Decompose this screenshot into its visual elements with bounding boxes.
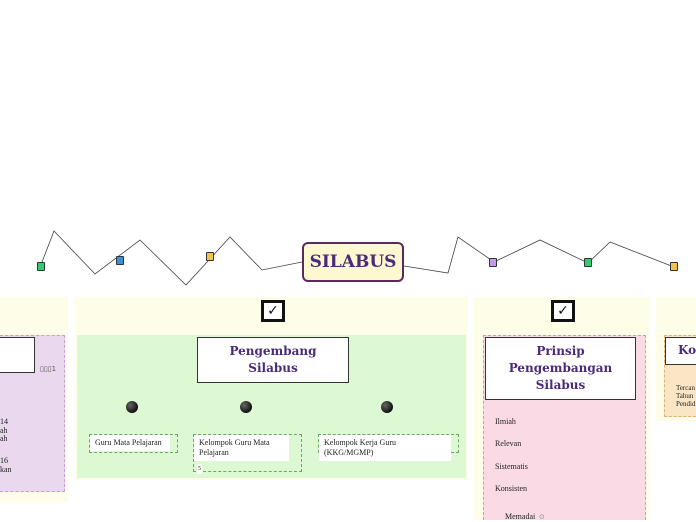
link-icon: ⊙ [539,513,545,521]
branch-dot-icon [126,401,138,413]
left-fragment: kan [0,465,12,474]
left-fragment: 14 [0,417,8,426]
left-fragment: ah [0,426,8,435]
pengembang-child-label: Guru Mata Pelajaran [90,435,170,451]
pengembang-child-label: Kelompok Guru Mata Pelajaran [194,435,289,461]
prinsip-item[interactable]: Sistematis [495,462,528,471]
pengembang-child[interactable]: Guru Mata Pelajaran [89,434,178,453]
left-panel-topic-box[interactable] [0,337,35,373]
right-panel-line: Tahun [676,392,694,400]
right-panel-topic[interactable]: Ko [665,337,696,365]
branch-dot-icon [381,401,393,413]
pengembang-child-label: Kelompok Kerja Guru (KKG/MGMP) [319,435,451,461]
pengembang-child[interactable]: Kelompok Guru Mata Pelajaran 5 [193,434,302,474]
pengembang-child[interactable]: Kelompok Kerja Guru (KKG/MGMP) [318,434,459,461]
blue-marker-icon [116,256,124,265]
right-panel-line: Pendid [676,400,696,408]
yellow-marker-icon [206,252,214,261]
prinsip-item[interactable]: Ilmiah [495,417,516,426]
prinsip-topic[interactable]: Prinsip Pengembangan Silabus [485,337,636,400]
right-panel-line: Tercan [676,384,695,392]
left-fragment: 16 [0,456,8,465]
prinsip-item[interactable]: Relevan [495,439,522,448]
checkbox-icon[interactable]: ✓ [261,300,285,322]
left-fragment: ah [0,434,8,443]
prinsip-item[interactable]: Memadai [505,512,536,521]
notes-count-icon: ▯▯▯1 [40,365,57,373]
notes-count-badge: 5 [197,464,202,474]
pengembang-topic[interactable]: Pengembang Silabus [197,337,349,383]
right-panel-title: Ko [678,343,696,357]
purple-marker-icon [489,258,497,267]
yellow-marker-icon [670,262,678,271]
central-topic[interactable]: SILABUS [302,242,404,282]
prinsip-item[interactable]: Konsisten [495,484,527,493]
branch-dot-icon [240,401,252,413]
green-marker-icon [37,262,45,271]
checkbox-icon[interactable]: ✓ [551,300,575,322]
green-marker-icon [584,258,592,267]
notes-count-value: 1 [51,365,57,373]
